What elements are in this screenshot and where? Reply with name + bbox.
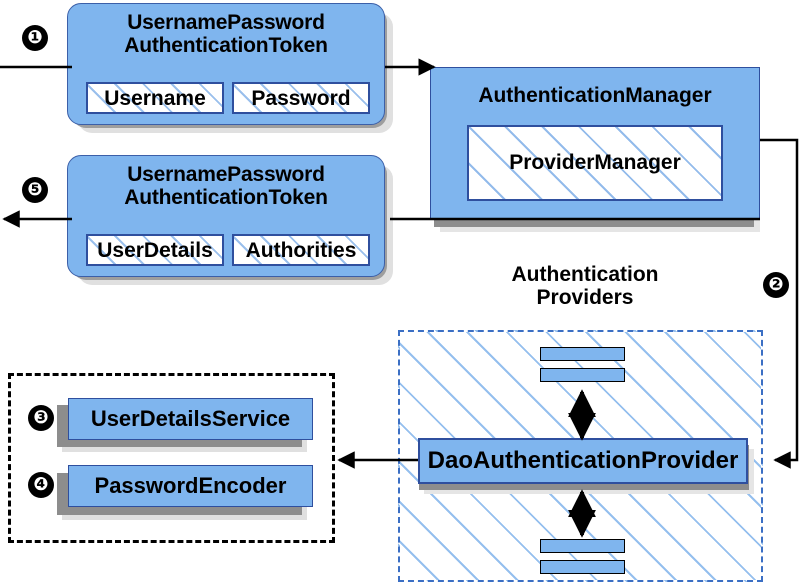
request-token-box[interactable]: UsernamePassword AuthenticationToken Use…	[67, 3, 385, 125]
provider-placeholder-bar-3	[540, 539, 625, 553]
authentication-providers-title: Authentication Providers	[511, 263, 659, 309]
request-token-fields: Username Password	[86, 82, 370, 114]
response-token-fields: UserDetails Authorities	[86, 234, 370, 266]
request-token-field-password: Password	[232, 82, 370, 114]
response-token-field-userdetails: UserDetails	[86, 234, 224, 266]
request-token-title: UsernamePassword AuthenticationToken	[124, 11, 328, 57]
provider-placeholder-bar-4	[540, 560, 625, 574]
wire-manager-to-provider	[760, 138, 799, 469]
marker-step-4: ❹	[28, 472, 54, 498]
response-token-field-authorities: Authorities	[232, 234, 370, 266]
response-token-box[interactable]: UsernamePassword AuthenticationToken Use…	[67, 155, 385, 277]
request-token-field-username: Username	[86, 82, 224, 114]
authentication-manager-box[interactable]: AuthenticationManager ProviderManager	[430, 67, 760, 219]
authentication-manager-title: AuthenticationManager	[478, 84, 712, 107]
marker-step-3: ❸	[28, 405, 54, 431]
provider-manager-box[interactable]: ProviderManager	[467, 125, 723, 201]
marker-step-2: ❷	[763, 272, 789, 298]
dao-authentication-provider-box[interactable]: DaoAuthenticationProvider	[418, 438, 748, 484]
provider-placeholder-bar-2	[540, 368, 625, 382]
marker-step-5: ❺	[22, 177, 48, 203]
user-details-service-box[interactable]: UserDetailsService	[68, 398, 313, 440]
password-encoder-box[interactable]: PasswordEncoder	[68, 465, 313, 507]
response-token-title: UsernamePassword AuthenticationToken	[124, 163, 328, 209]
provider-placeholder-bar-1	[540, 347, 625, 361]
marker-step-1: ❶	[22, 25, 48, 51]
